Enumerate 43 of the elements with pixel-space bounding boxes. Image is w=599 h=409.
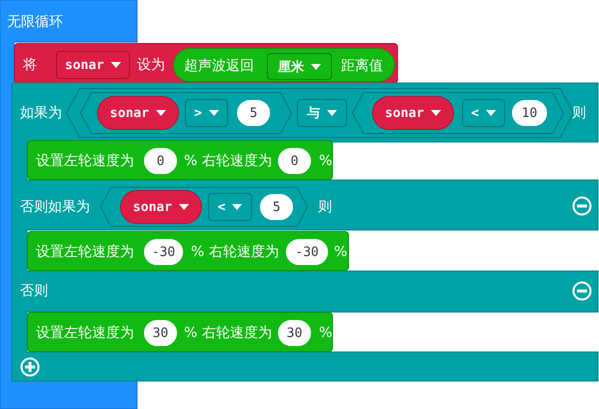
block-label: 将: [23, 56, 37, 74]
block-label: % 右轮速度为: [184, 152, 272, 170]
condition-hexagon: [352, 92, 564, 134]
motor-speed-block: [27, 231, 349, 271]
block-label: %: [319, 152, 332, 170]
number-field: 30: [144, 320, 177, 346]
variable-block: sonar: [97, 96, 179, 130]
unit-dropdown: 厘米: [267, 53, 332, 80]
block-label: 距离值: [341, 57, 383, 75]
condition-hexagon: [80, 92, 292, 134]
number-field: -30: [144, 239, 183, 265]
motor-speed-block: [27, 312, 333, 352]
variable-block: sonar: [120, 190, 202, 224]
variable-dropdown: sonar: [56, 51, 130, 79]
number-field: 0: [144, 148, 177, 174]
number-field: 30: [278, 320, 311, 346]
operator-dropdown: >: [185, 99, 228, 127]
number-field: 0: [278, 148, 311, 174]
block-label: 超声波返回: [184, 57, 254, 75]
if-else-block: [12, 83, 598, 381]
block-label: 设置左轮速度为: [36, 243, 134, 261]
variable-block: sonar: [372, 96, 454, 130]
operator-dropdown: <: [462, 99, 505, 127]
block-label: 设置左轮速度为: [36, 152, 134, 170]
condition-hexagon: [100, 187, 308, 227]
set-variable-block: [14, 43, 398, 84]
operator-dropdown: 与: [297, 99, 347, 127]
sensor-reporter-block: [173, 48, 395, 82]
block-label: 则: [572, 104, 586, 122]
block-label: 无限循环: [7, 13, 63, 31]
block-label: % 右轮速度为: [191, 243, 279, 261]
block-label: 设为: [137, 56, 165, 74]
block-label: 设置左轮速度为: [36, 324, 134, 342]
block-label: 如果为: [20, 104, 62, 122]
motor-speed-block: [27, 140, 333, 180]
number-field: -30: [286, 239, 328, 265]
block-label: 否则如果为: [20, 198, 90, 216]
block-label: 则: [318, 198, 332, 216]
block-label: %: [334, 243, 348, 261]
block-label: %: [319, 324, 332, 342]
block-label: 否则: [20, 282, 48, 300]
operator-dropdown: <: [208, 193, 252, 221]
block-label: % 右轮速度为: [184, 324, 272, 342]
